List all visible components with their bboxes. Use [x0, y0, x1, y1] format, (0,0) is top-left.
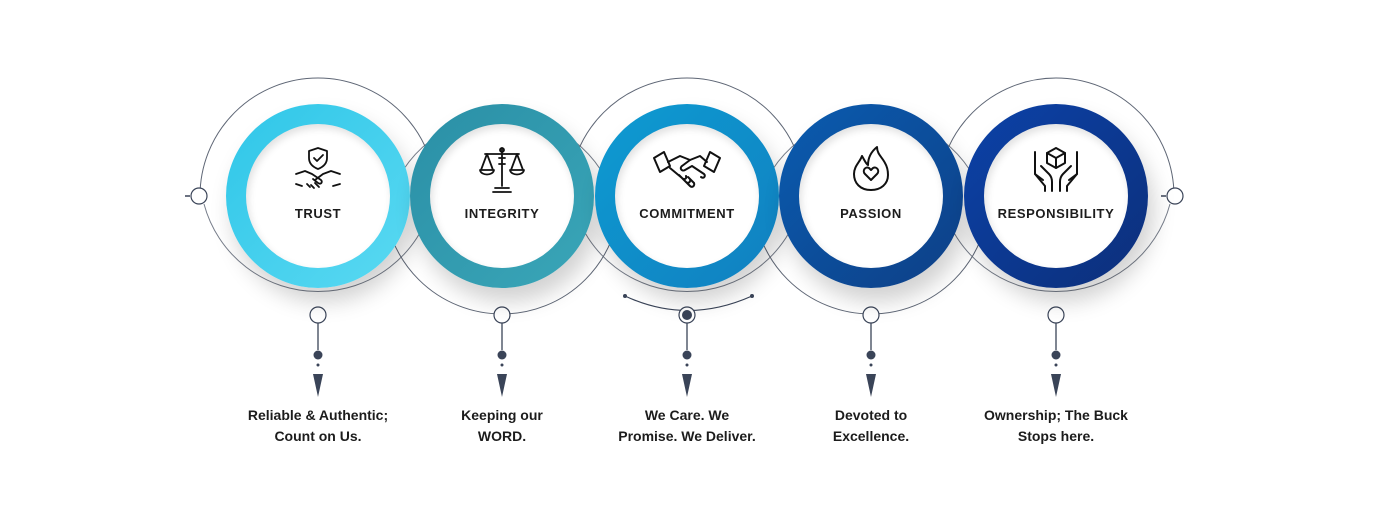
connector-arrow [313, 374, 323, 397]
value-label: RESPONSIBILITY [997, 206, 1115, 221]
connector-dot-small [685, 363, 689, 367]
value-label: TRUST [294, 206, 342, 221]
connector-arrow [866, 374, 876, 397]
connector-node-core [682, 310, 692, 320]
orbit-arc [572, 203, 802, 292]
value-description: Reliable & Authentic; Count on Us. [223, 405, 413, 447]
value-inner-circle: COMMITMENT [615, 124, 759, 268]
connector-arrow [1051, 374, 1061, 397]
value-inner-circle: RESPONSIBILITY [984, 124, 1128, 268]
description-line: Count on Us. [274, 428, 362, 444]
connector-dot [497, 350, 507, 360]
flame-heart-icon [846, 144, 896, 194]
orbit-arc [941, 203, 1171, 292]
description-line: Excellence. [832, 428, 910, 444]
connector-node [1047, 306, 1065, 324]
value-ring-integrity: INTEGRITY [410, 104, 594, 288]
accent-dot [750, 294, 754, 298]
description-line: We Care. We [644, 407, 730, 423]
orbit-arc [937, 77, 1175, 197]
description-line: Promise. We Deliver. [618, 428, 756, 444]
accent-dot [623, 294, 627, 298]
connector-node [493, 306, 511, 324]
connector-arrow [682, 374, 692, 397]
description-line: Keeping our [461, 407, 543, 423]
value-ring-responsibility: RESPONSIBILITY [964, 104, 1148, 288]
value-ring-commitment: COMMITMENT [595, 104, 779, 288]
connector-dot [1051, 350, 1061, 360]
connector-dot-small [316, 363, 320, 367]
description-line: Reliable & Authentic; [247, 407, 389, 423]
connector-node [862, 306, 880, 324]
connector-dot-small [1054, 363, 1058, 367]
value-description: We Care. We Promise. We Deliver. [592, 405, 782, 447]
description-line: Devoted to [834, 407, 908, 423]
connector-arrow [497, 374, 507, 397]
description-line: Ownership; The Buck [984, 407, 1128, 423]
handshake-icon [652, 144, 722, 194]
orbit-arc [199, 77, 437, 197]
value-label: INTEGRITY [464, 206, 540, 221]
value-label: COMMITMENT [639, 206, 735, 221]
connector-node [309, 306, 327, 324]
scales-of-justice-icon [477, 144, 527, 194]
orbit-arc [568, 77, 806, 197]
description-line: Stops here. [1017, 428, 1095, 444]
connector-dot [866, 350, 876, 360]
value-inner-circle: TRUST [246, 124, 390, 268]
connector-dot-small [869, 363, 873, 367]
value-inner-circle: INTEGRITY [430, 124, 574, 268]
value-inner-circle: PASSION [799, 124, 943, 268]
value-ring-trust: TRUST [226, 104, 410, 288]
connector-dot [682, 350, 692, 360]
connector-dot [313, 350, 323, 360]
orbit-arc [203, 203, 433, 292]
value-ring-passion: PASSION [779, 104, 963, 288]
connector-dot-small [500, 363, 504, 367]
hands-holding-box-icon [1031, 144, 1081, 194]
end-node [190, 187, 208, 205]
description-line: WORD. [477, 428, 527, 444]
end-node [1166, 187, 1184, 205]
value-label: PASSION [840, 206, 902, 221]
handshake-shield-icon [293, 144, 343, 194]
value-description: Devoted to Excellence. [776, 405, 966, 447]
